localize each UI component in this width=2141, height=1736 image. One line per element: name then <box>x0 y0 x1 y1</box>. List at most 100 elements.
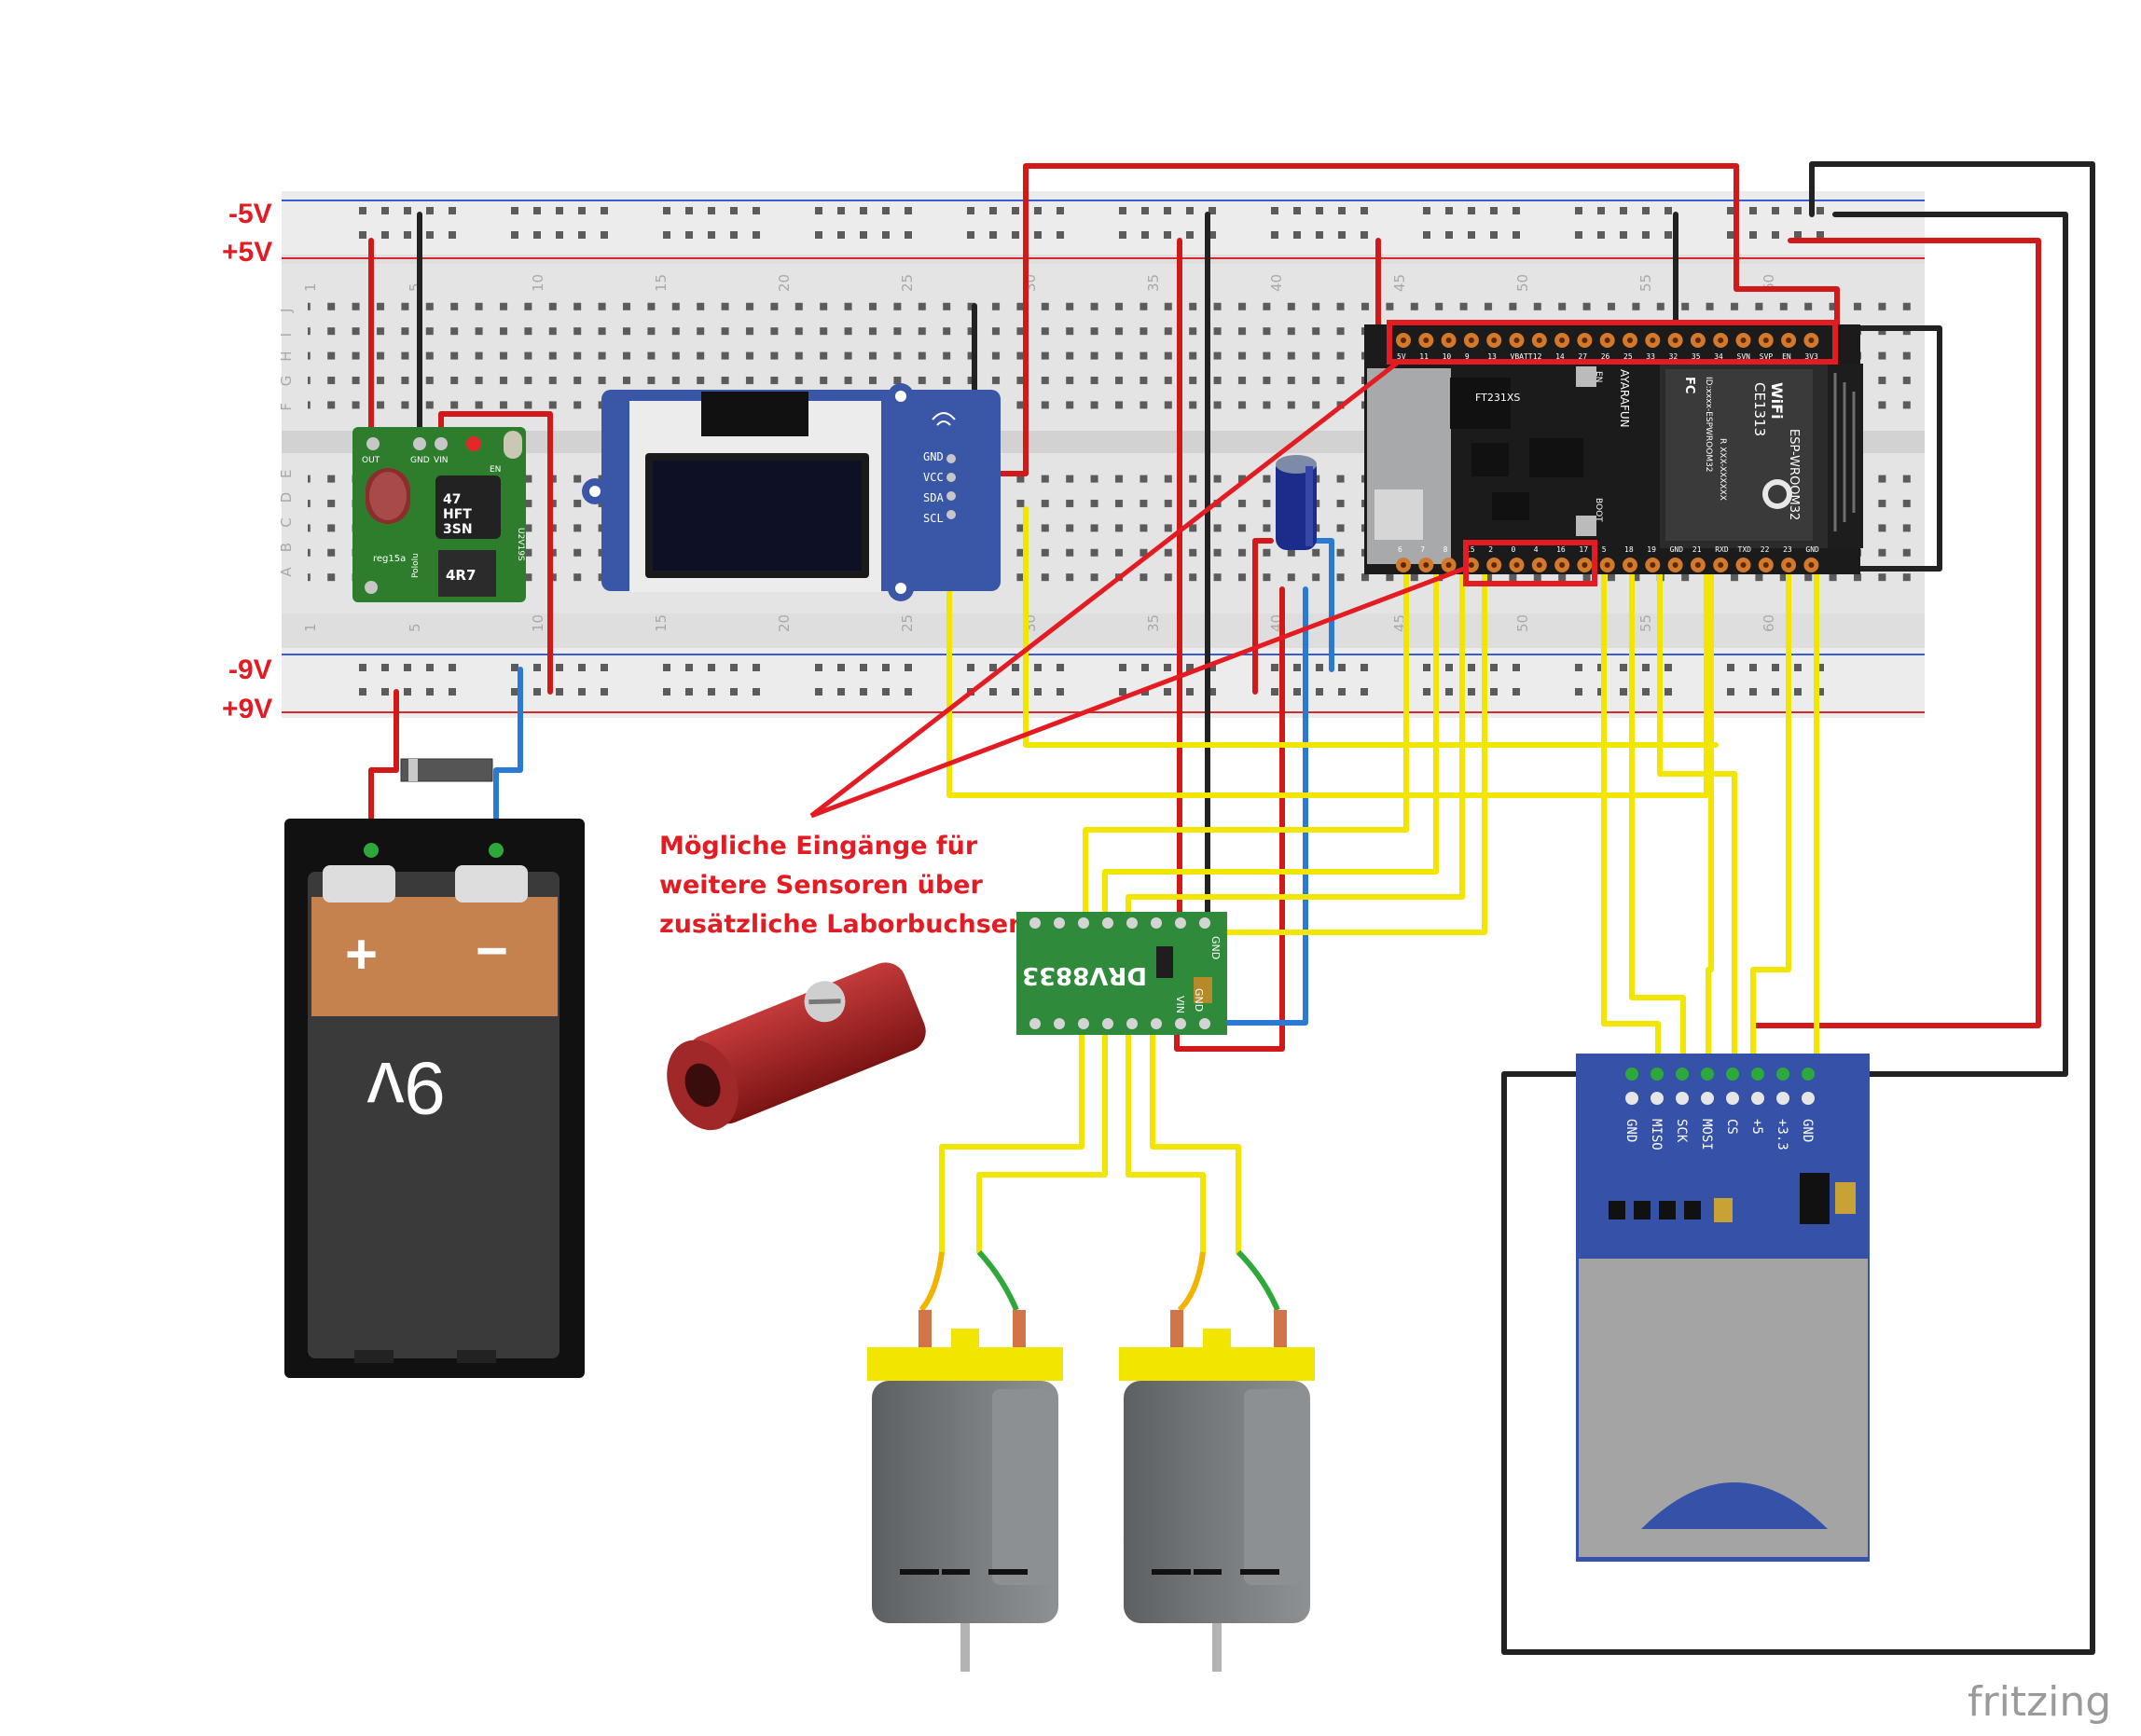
rail-hole <box>511 207 518 214</box>
rail-hole <box>1490 688 1498 696</box>
rail-hole <box>1445 231 1453 239</box>
esp-bottom-pin-label: 5 <box>1602 545 1607 554</box>
reg-pin-gnd: GND <box>410 456 430 465</box>
esp-top-pin-hole <box>1627 338 1633 343</box>
rail-hole <box>1034 207 1042 214</box>
rail-hole <box>1445 688 1453 696</box>
dc-motor-2 <box>1119 1249 1315 1672</box>
rail-hole <box>1338 664 1346 671</box>
sd-pin-label: CS <box>1724 1119 1739 1135</box>
sd-pin-top <box>1701 1068 1714 1081</box>
highlight-top-pins <box>1387 320 1838 365</box>
row-letter: J <box>278 309 295 313</box>
battery-voltage: 9v <box>367 1047 447 1130</box>
rail-hole <box>815 231 822 239</box>
rail-hole <box>1119 207 1126 214</box>
rail-hole <box>753 231 760 239</box>
rail-hole <box>837 688 845 696</box>
rail-hole <box>1119 231 1126 239</box>
esp-top-pin-label: 11 <box>1419 352 1429 361</box>
battery-9v: + − 9v <box>284 819 585 1378</box>
rail-hole <box>882 664 890 671</box>
rail-hole <box>1316 688 1323 696</box>
esp-top-pin-hole <box>1650 338 1656 343</box>
esp-top-pin-hole <box>1513 338 1520 343</box>
column-number: 20 <box>776 274 793 292</box>
rail-hole <box>1423 688 1430 696</box>
rail-hole <box>1664 688 1672 696</box>
esp-bottom-pin-hole <box>1423 562 1430 568</box>
reg-pin-vin: VIN <box>434 456 449 465</box>
column-number: 25 <box>899 274 916 292</box>
esp-en-label: EN <box>1594 371 1603 382</box>
rail-hole <box>1575 688 1582 696</box>
rail-hole <box>601 664 608 671</box>
annotation-highlights <box>809 320 1838 819</box>
rail-hole <box>1445 664 1453 671</box>
column-number: 35 <box>1145 614 1162 632</box>
esp-top-pin-hole <box>1468 338 1474 343</box>
esp-chip-label: FT231XS <box>1475 392 1520 404</box>
rail-hole <box>905 688 912 696</box>
esp-bottom-pin-hole <box>1718 562 1724 568</box>
highlight-bottom-pins <box>1463 540 1597 586</box>
rail-hole <box>1338 231 1346 239</box>
annotation-line-3: zusätzliche Laborbuchsen <box>659 910 1026 939</box>
column-number: 5 <box>407 623 423 632</box>
rail-hole <box>1513 688 1520 696</box>
rail-hole <box>1445 207 1453 214</box>
column-number: 45 <box>1391 274 1408 292</box>
rail-hole <box>404 207 411 214</box>
esp-top-pin-label: 34 <box>1714 352 1723 361</box>
esp-top-pin-hole <box>1559 338 1566 343</box>
column-number: 55 <box>1637 614 1654 632</box>
rail-hole <box>882 231 890 239</box>
rail-hole <box>1186 688 1194 696</box>
esp-bottom-pin-label: 6 <box>1398 545 1402 554</box>
esp-bottom-pin-label: RXD <box>1715 545 1729 554</box>
rail-hole <box>1164 231 1171 239</box>
esp-bottom-pin-label: 19 <box>1647 545 1656 554</box>
oled-pin-scl: SCL <box>923 512 944 525</box>
rail-hole <box>1057 207 1064 214</box>
sd-pin-top <box>1776 1068 1789 1081</box>
rail-hole <box>1620 688 1627 696</box>
rail-hole <box>1794 688 1802 696</box>
rail-hole <box>1664 207 1672 214</box>
driver-pin-bottom <box>1175 1018 1186 1029</box>
rail-hole <box>1209 664 1216 671</box>
rail-hole <box>1490 664 1498 671</box>
rail-hole <box>1575 231 1582 239</box>
rail-hole <box>685 207 693 214</box>
rail-hole <box>556 207 563 214</box>
dc-motor-1 <box>867 1249 1063 1672</box>
row-letter: I <box>278 333 295 337</box>
esp-brand-label: AYARAFUN <box>1618 369 1631 428</box>
esp-bottom-pin-label: 17 <box>1579 545 1588 554</box>
rail-hole <box>685 688 693 696</box>
rail-hole <box>685 231 693 239</box>
rail-hole <box>1361 207 1368 214</box>
sd-pin-bottom <box>1776 1092 1789 1105</box>
rail-hole <box>1620 664 1627 671</box>
rail-hole <box>1423 207 1430 214</box>
voltage-regulator: 47 HFT 3SN 4R7 OUT GND VIN EN reg15a Pol… <box>352 427 526 602</box>
rail-label-top-minus: -5V <box>228 199 272 229</box>
esp-top-pin-hole <box>1672 338 1678 343</box>
driver-pin-bottom <box>1199 1018 1210 1029</box>
esp-boot-label: BOOT <box>1594 498 1603 522</box>
driver-pin-gnd-top: GND <box>1209 936 1222 959</box>
top-power-rail <box>282 191 1925 255</box>
rail-hole <box>1034 664 1042 671</box>
rail-hole <box>1012 207 1019 214</box>
reg-pin-en: EN <box>490 465 501 475</box>
esp-top-pin-hole <box>1536 338 1542 343</box>
rail-hole <box>1513 664 1520 671</box>
rail-hole <box>753 207 760 214</box>
rail-hole <box>1164 688 1171 696</box>
esp-bottom-pin-label: 8 <box>1443 545 1448 554</box>
esp-bottom-pin-hole <box>1762 562 1769 568</box>
column-number: 5 <box>407 282 423 292</box>
sd-pin-bottom <box>1651 1092 1664 1105</box>
rail-hole <box>730 688 738 696</box>
